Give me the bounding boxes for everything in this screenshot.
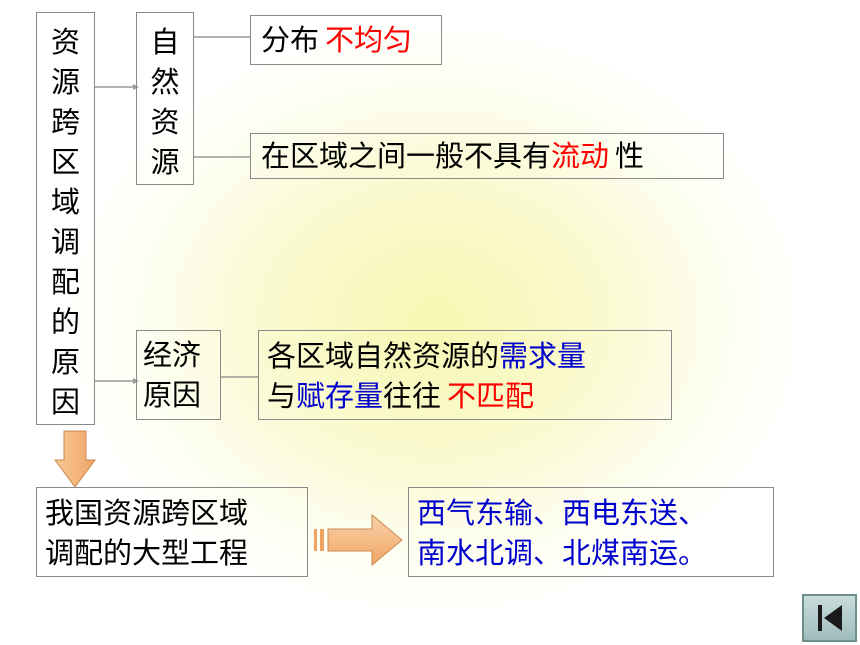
- reserves-highlight: 赋存量: [296, 379, 384, 413]
- projects-box: 我国资源跨区域 调配的大型工程: [36, 487, 308, 577]
- natural-resources-box: 自然资源: [136, 12, 194, 185]
- projects-line1: 我国资源跨区域: [45, 496, 249, 530]
- natural-resources-label: 自然资源: [150, 25, 180, 179]
- examples-line1: 西气东输、西电东送、: [417, 496, 708, 530]
- economic-reasons-box: 经济原因: [136, 330, 221, 420]
- supply-demand-box: 各区域自然资源的需求量 与赋存量往往不匹配: [258, 330, 672, 420]
- distribution-box: 分布不均匀: [250, 15, 442, 65]
- supply-demand-line1-text: 各区域自然资源的: [267, 339, 500, 373]
- root-text: 资源跨区域调配的原因: [50, 25, 80, 419]
- flow-text: 在区域之间一般不具有: [261, 139, 552, 173]
- economic-reasons-label: 经济原因: [143, 338, 202, 412]
- mismatch-highlight: 不匹配: [447, 379, 535, 413]
- examples-line2: 南水北调、北煤南运。: [417, 536, 708, 570]
- background-glow: [30, 20, 810, 620]
- flow-suffix: 性: [615, 139, 645, 173]
- flow-highlight: 流动: [551, 139, 610, 173]
- supply-demand-line2: 与赋存量往往不匹配: [267, 376, 663, 416]
- flow-box: 在区域之间一般不具有流动性: [250, 133, 724, 179]
- projects-line2: 调配的大型工程: [45, 536, 249, 570]
- supply-demand-line2-mid: 往往: [383, 379, 442, 413]
- right-arrow-icon: [314, 513, 403, 567]
- supply-demand-line2-text: 与: [267, 379, 297, 413]
- down-arrow-icon: [54, 430, 96, 488]
- demand-highlight: 需求量: [499, 339, 587, 373]
- root-box: 资源跨区域调配的原因: [36, 12, 95, 425]
- supply-demand-line1: 各区域自然资源的需求量: [267, 336, 663, 376]
- distribution-text: 分布: [261, 23, 320, 57]
- back-to-start-button[interactable]: [802, 594, 857, 642]
- skip-back-icon: [818, 605, 842, 631]
- examples-box: 西气东输、西电东送、 南水北调、北煤南运。: [408, 487, 774, 577]
- distribution-highlight: 不均匀: [325, 23, 413, 57]
